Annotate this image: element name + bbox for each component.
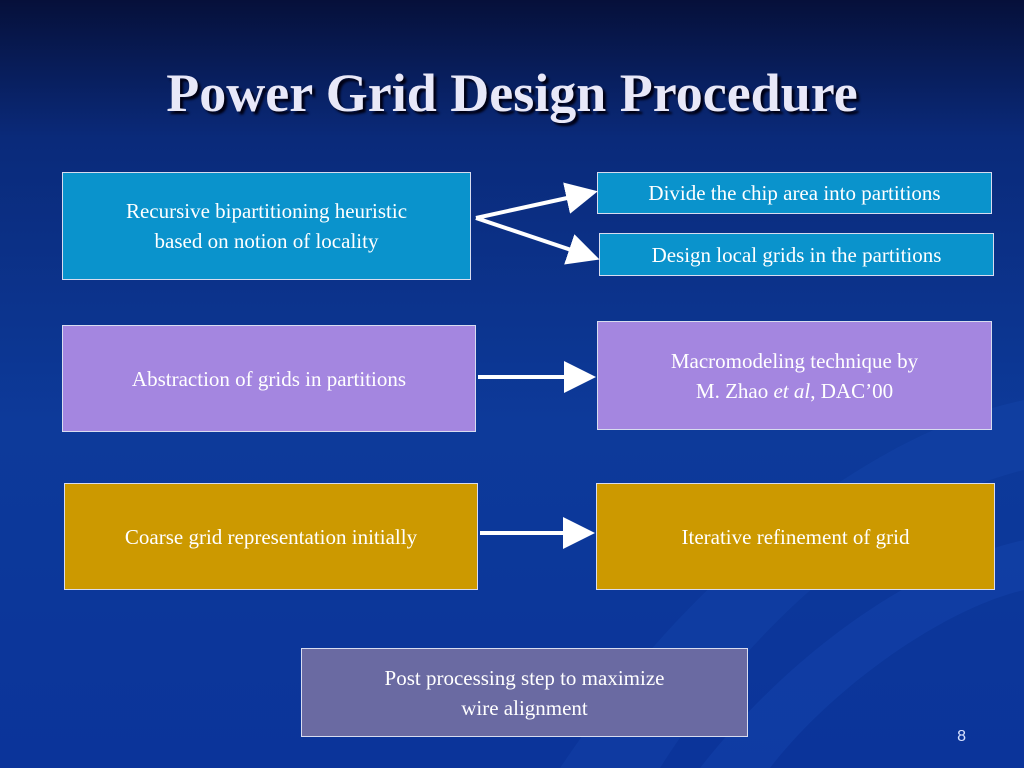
design-local-grids-text: Design local grids in the partitions [651,242,942,267]
recursive-bipartitioning-box: Recursive bipartitioning heuristic based… [62,172,471,280]
recursive-line-2: based on notion of locality [154,229,379,253]
coarse-grid-text: Coarse grid representation initially [124,524,418,549]
macromodeling-box: Macromodeling technique by M. Zhao et al… [597,321,992,430]
post-processing-line-2: wire alignment [461,695,588,720]
iterative-refinement-text: Iterative refinement of grid [681,524,910,549]
design-local-grids-box: Design local grids in the partitions [599,233,994,276]
post-processing-box: Post processing step to maximize wire al… [301,648,748,737]
iterative-refinement-box: Iterative refinement of grid [596,483,995,590]
macromodeling-venue: , DAC’00 [810,378,894,403]
post-processing-line-1: Post processing step to maximize [384,665,665,690]
macromodeling-line-1: Macromodeling technique by [670,348,919,373]
abstraction-text: Abstraction of grids in partitions [131,366,407,391]
divide-chip-text: Divide the chip area into partitions [648,181,941,205]
slide-title: Power Grid Design Procedure [166,63,858,123]
abstraction-box: Abstraction of grids in partitions [62,325,476,432]
macromodeling-line-2: M. Zhao et al, DAC’00 [671,376,918,406]
coarse-grid-box: Coarse grid representation initially [64,483,478,590]
page-number: 8 [957,728,966,745]
macromodeling-author: M. Zhao [695,378,774,403]
recursive-line-1: Recursive bipartitioning heuristic [125,199,408,223]
divide-chip-box: Divide the chip area into partitions [597,172,992,214]
macromodeling-et-al: et al [773,378,811,403]
